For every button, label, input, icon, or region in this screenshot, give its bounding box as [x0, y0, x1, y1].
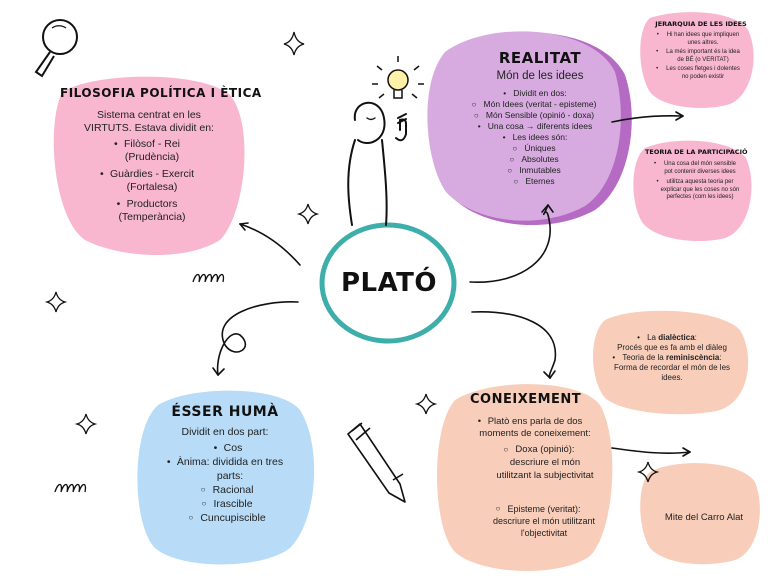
realitat-l3-item: Inmutables	[462, 165, 618, 176]
dialectica-desc: Procés que es fa amb el diàleg	[617, 343, 727, 352]
realitat-l3-item: Úniques	[462, 143, 618, 154]
lightbulb-icon	[372, 56, 424, 99]
mite-label: Mite del Carro Alat	[664, 512, 744, 523]
coneixement-episteme: Episteme (veritat): descriure el món uti…	[490, 503, 598, 539]
realitat-l1a: Món Idees (veritat - episteme)	[462, 99, 618, 110]
esser-title: ÉSSER HUMÀ	[171, 404, 279, 420]
sparkle-icons	[44, 31, 660, 483]
filosofia-list: Filòsof - Rei (Prudència) Guàrdies - Exe…	[98, 138, 206, 224]
esser-list: Cos Ànima: dividida en tres parts: Racio…	[167, 441, 298, 525]
coneixement-intro: Platò ens parla de dos moments de coneix…	[470, 416, 600, 440]
pencil-icon	[347, 422, 406, 503]
realitat-title: REALITAT	[498, 49, 582, 67]
filosofia-item-1: Filòsof - Rei (Prudència)	[98, 138, 206, 164]
esser-subitem: Racional	[168, 483, 298, 497]
arrow-to-filosofia	[239, 223, 301, 266]
center-circle	[319, 222, 457, 344]
esser-item-anima: Ànima: dividida en tres parts:	[167, 455, 292, 483]
realitat-l3-item: Eternes	[462, 176, 618, 187]
arrow-to-coneixement	[471, 311, 557, 379]
jerarquia-title: JERARQUIA DE LES IDEES	[655, 20, 747, 28]
realitat-l1b: Món Sensible (opinió - doxa)	[462, 110, 618, 121]
arrow-to-mite	[611, 447, 691, 454]
esser-intro: Dividit en dos part:	[181, 426, 269, 438]
filosofia-intro: Sistema centrat en les VIRTUTS. Estava d…	[84, 109, 214, 134]
esser-item-cos: Cos	[168, 441, 298, 455]
arrow-to-esser	[216, 301, 299, 376]
reminiscencia-item: Teoria de la reminiscència:	[610, 353, 734, 363]
center-title: PLATÓ	[340, 268, 438, 298]
jerarquia-item: Les coses fletges i dolentes no poden ex…	[656, 66, 742, 81]
arrow-to-realitat	[469, 204, 551, 283]
filosofia-item-3: Productors (Temperància)	[98, 198, 206, 224]
realitat-l2: Una cosa → diferents idees	[462, 121, 618, 132]
esser-subitem: Cuncupiscible	[168, 511, 298, 525]
participacio-title: TEORIA DE LA PARTICIPACIÓ	[645, 148, 748, 156]
thinker-figure	[347, 101, 407, 226]
participacio-list: Una cosa del món sensible pot contenir d…	[654, 161, 740, 202]
coneixement-title: CONEIXEMENT	[470, 392, 582, 407]
reminiscencia-desc: Forma de recordar el món de les idees.	[613, 363, 731, 382]
jerarquia-item: La més important és la idea de BÉ (o VER…	[656, 49, 742, 64]
participacio-item: Una cosa del món sensible pot contenir d…	[654, 161, 740, 176]
jerarquia-list: Hi han idees que impliquen unes altres. …	[656, 32, 742, 81]
dialectica-item: La dialèctica:	[610, 333, 734, 343]
dialectica-text: La dialèctica: Procés que es fa amb el d…	[610, 333, 734, 383]
participacio-item: utilitza aquesta teoria per explicar que…	[656, 179, 740, 202]
realitat-subtitle: Món de les idees	[496, 70, 584, 82]
mite-blob	[640, 463, 760, 565]
filosofia-title: FILOSOFIA POLÍTICA I ÈTICA	[60, 86, 262, 100]
coneixement-doxa: Doxa (opinió): descriure el món utilitza…	[495, 443, 595, 482]
realitat-l3-item: Absolutes	[462, 154, 618, 165]
loop-doodles	[54, 273, 225, 493]
filosofia-item-2: Guàrdies - Exercit (Fortalesa)	[98, 168, 206, 194]
jerarquia-item: Hi han idees que impliquen unes altres.	[657, 32, 742, 47]
realitat-l1: Dividit en dos:	[462, 88, 618, 99]
esser-subitem: Irascible	[168, 497, 298, 511]
realitat-list: Dividit en dos: Món Idees (veritat - epi…	[462, 88, 618, 187]
realitat-l3: Les idees són:	[462, 132, 618, 143]
magnifier-icon	[34, 19, 78, 78]
